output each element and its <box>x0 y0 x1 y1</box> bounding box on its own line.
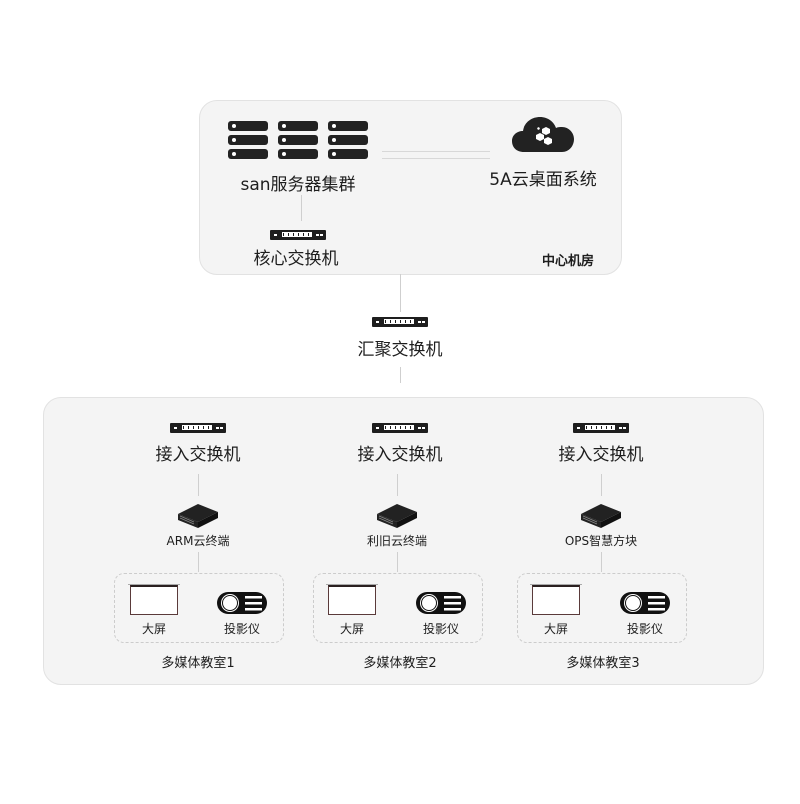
projector-label-2: 投影仪 <box>422 622 459 636</box>
big-screen-label-2: 大屏 <box>339 622 364 636</box>
server-cloud-link <box>382 151 490 152</box>
server-cluster-label: san服务器集群 <box>240 175 356 195</box>
server-cluster-icon <box>228 121 368 161</box>
big-screen-label-3: 大屏 <box>543 622 568 636</box>
ops-module-icon <box>579 500 623 530</box>
big-screen-icon-1 <box>128 584 180 615</box>
aggregation-switch-label: 汇聚交换机 <box>357 340 443 360</box>
cloud-desktop-icon <box>512 115 574 153</box>
arm-terminal-icon <box>176 500 220 530</box>
projector-icon-3 <box>620 592 670 614</box>
ops-module-label: OPS智慧方块 <box>564 534 638 548</box>
center-room-title: 中心机房 <box>541 254 594 269</box>
classroom-name-2: 多媒体教室2 <box>363 656 437 671</box>
access-switch-icon-3 <box>573 423 629 433</box>
projector-label-3: 投影仪 <box>626 622 663 636</box>
access-area-panel <box>43 397 764 685</box>
access-switch-label-1: 接入交换机 <box>155 445 241 465</box>
classroom-1 <box>114 573 284 643</box>
big-screen-icon-3 <box>530 584 582 615</box>
cloud-desktop-label: 5A云桌面系统 <box>489 170 597 190</box>
access-switch-label-3: 接入交换机 <box>558 445 644 465</box>
reused-terminal-icon <box>375 500 419 530</box>
access-switch-label-2: 接入交换机 <box>357 445 443 465</box>
core-switch-icon <box>270 230 326 240</box>
access-switch-icon-2 <box>372 423 428 433</box>
classroom-3 <box>517 573 687 643</box>
big-screen-icon-2 <box>326 584 378 615</box>
arm-terminal-label: ARM云终端 <box>166 534 230 548</box>
reused-terminal-label: 利旧云终端 <box>366 534 427 548</box>
projector-icon-2 <box>416 592 466 614</box>
projector-label-1: 投影仪 <box>223 622 260 636</box>
big-screen-label-1: 大屏 <box>141 622 166 636</box>
core-aggregation-link <box>400 274 401 312</box>
aggregation-switch-icon <box>372 317 428 327</box>
core-switch-label: 核心交换机 <box>253 249 339 269</box>
classroom-name-3: 多媒体教室3 <box>566 656 640 671</box>
access-switch-icon-1 <box>170 423 226 433</box>
classroom-2 <box>313 573 483 643</box>
projector-icon-1 <box>217 592 267 614</box>
classroom-name-1: 多媒体教室1 <box>161 656 235 671</box>
